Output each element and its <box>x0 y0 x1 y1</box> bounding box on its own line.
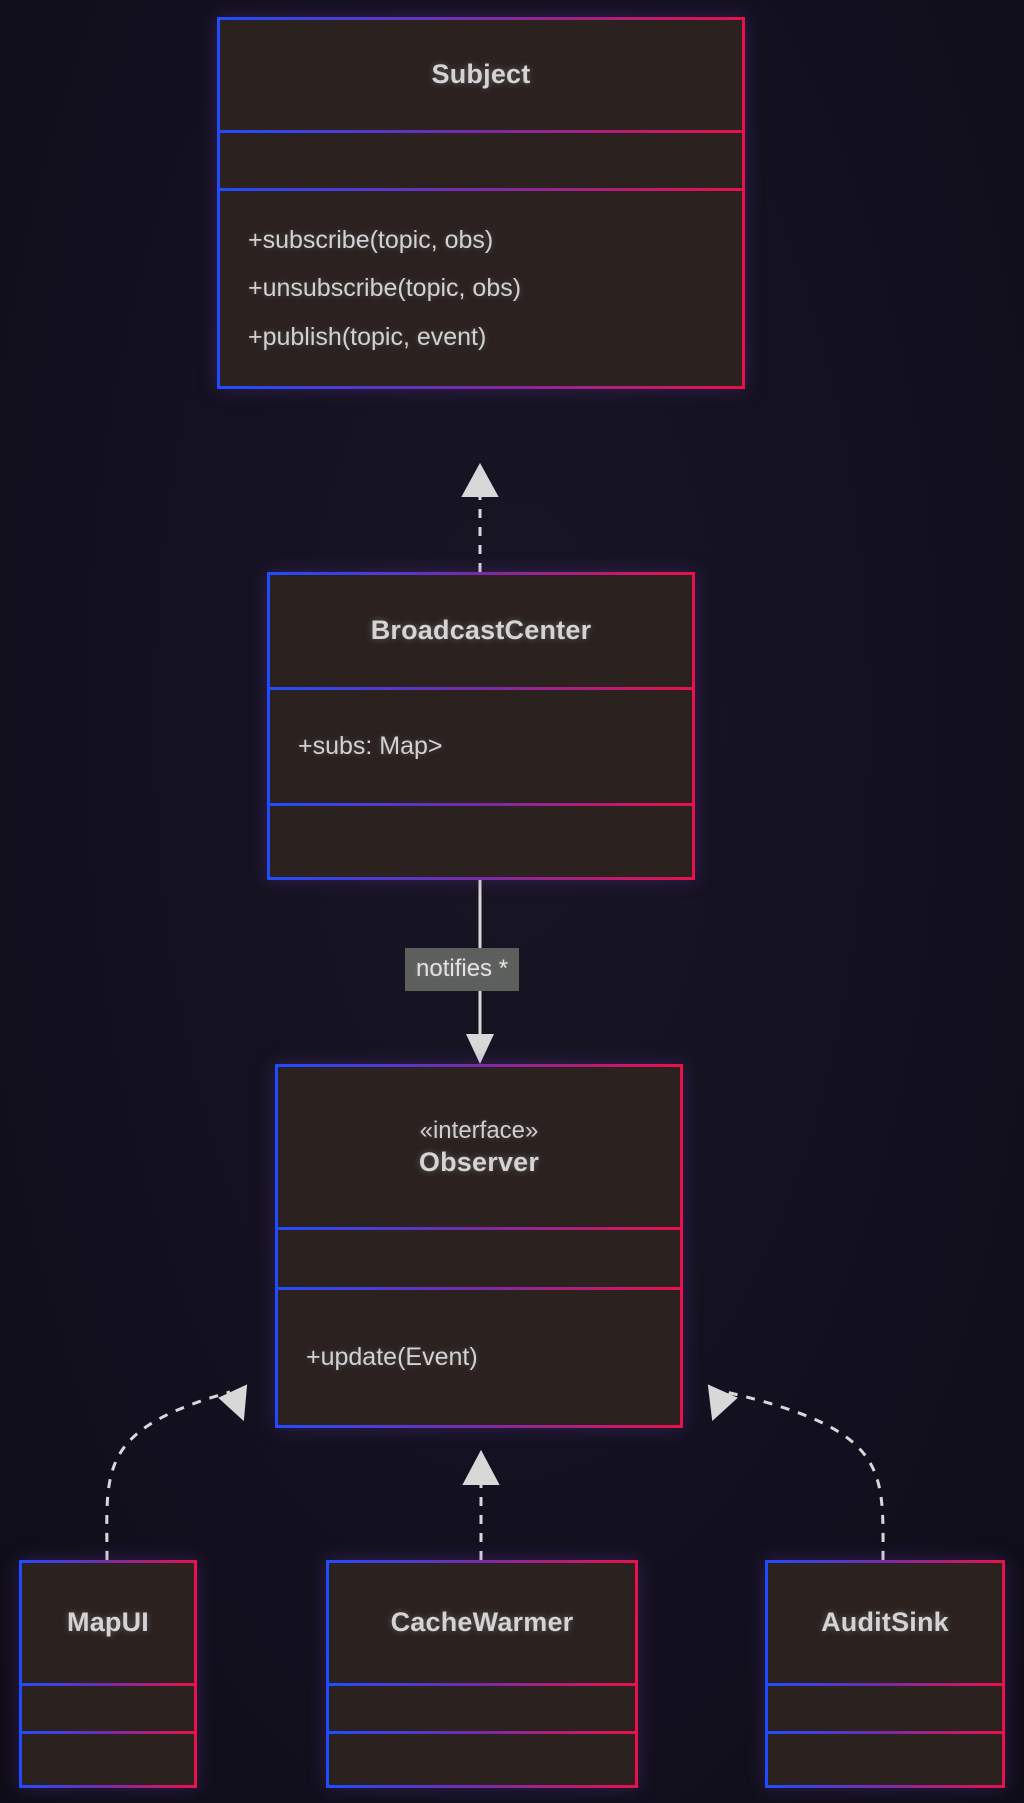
subject-name-compartment: Subject <box>220 20 742 130</box>
class-box-observer[interactable]: «interface» Observer +update(Event) <box>275 1064 683 1428</box>
edge-label-notifies: notifies * <box>405 948 520 992</box>
subject-operation-1: +unsubscribe(topic, obs) <box>248 274 522 303</box>
auditsink-class-name: AuditSink <box>821 1607 949 1638</box>
class-box-mapui[interactable]: MapUI <box>19 1560 197 1788</box>
subject-class-name: Subject <box>431 59 531 90</box>
edge-broadcastcenter-realizes-subject <box>461 462 499 572</box>
cachewarmer-class-name: CacheWarmer <box>390 1607 574 1638</box>
edge-cachewarmer-realizes-observer <box>462 1449 500 1560</box>
broadcastcenter-operations-compartment <box>270 803 692 871</box>
edge-mapui-realizes-observer <box>105 1384 248 1561</box>
subject-operations-compartment: +subscribe(topic, obs) +unsubscribe(topi… <box>220 188 742 386</box>
observer-stereotype: «interface» <box>419 1116 539 1144</box>
auditsink-operations-compartment <box>768 1731 1002 1781</box>
class-box-cachewarmer[interactable]: CacheWarmer <box>326 1560 638 1788</box>
auditsink-name-compartment: AuditSink <box>768 1563 1002 1683</box>
mapui-name-compartment: MapUI <box>22 1563 194 1683</box>
mapui-operations-compartment <box>22 1731 194 1781</box>
broadcastcenter-class-name: BroadcastCenter <box>370 615 592 646</box>
broadcastcenter-attributes-compartment: +subs: Map> <box>270 687 692 803</box>
observer-class-name: Observer <box>418 1146 540 1177</box>
cachewarmer-name-compartment: CacheWarmer <box>329 1563 635 1683</box>
class-box-auditsink[interactable]: AuditSink <box>765 1560 1005 1788</box>
cachewarmer-attributes-compartment <box>329 1683 635 1731</box>
class-box-broadcastcenter[interactable]: BroadcastCenter +subs: Map> <box>267 572 695 880</box>
observer-name-compartment: «interface» Observer <box>278 1067 680 1227</box>
broadcastcenter-name-compartment: BroadcastCenter <box>270 575 692 687</box>
observer-attributes-compartment <box>278 1227 680 1287</box>
observer-operations-compartment: +update(Event) <box>278 1287 680 1425</box>
mapui-class-name: MapUI <box>67 1607 149 1638</box>
subject-operation-2: +publish(topic, event) <box>248 322 487 351</box>
cachewarmer-operations-compartment <box>329 1731 635 1781</box>
broadcastcenter-attribute-0: +subs: Map> <box>298 732 443 761</box>
subject-attributes-compartment <box>220 130 742 188</box>
edge-auditsink-realizes-observer <box>707 1384 885 1561</box>
observer-operation-0: +update(Event) <box>306 1343 478 1372</box>
mapui-attributes-compartment <box>22 1683 194 1731</box>
auditsink-attributes-compartment <box>768 1683 1002 1731</box>
edge-label-notifies-text: notifies * <box>416 955 509 982</box>
subject-operation-0: +subscribe(topic, obs) <box>248 225 494 254</box>
class-box-subject[interactable]: Subject +subscribe(topic, obs) +unsubscr… <box>217 17 745 389</box>
